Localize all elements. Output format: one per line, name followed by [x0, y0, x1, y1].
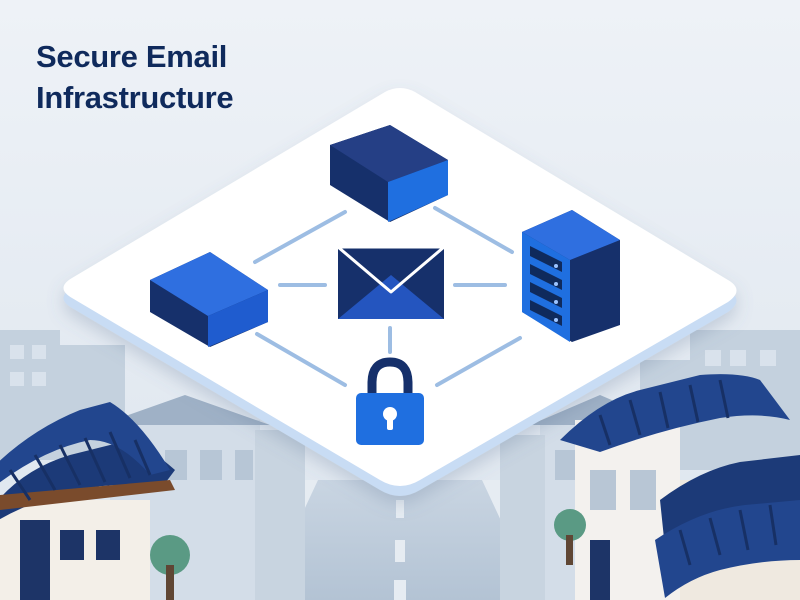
storage-box-icon — [150, 252, 268, 347]
title-line-1: Secure Email — [36, 39, 228, 74]
connector-lines — [253, 206, 522, 387]
storage-box-icon — [330, 125, 448, 222]
background-windows — [10, 345, 776, 386]
envelope-icon — [336, 245, 446, 319]
hanok-right — [554, 374, 800, 600]
title-line-2: Infrastructure — [36, 80, 234, 115]
server-rack-icon — [522, 210, 620, 342]
hanok-left — [0, 402, 190, 600]
page-title: Secure Email Infrastructure — [36, 36, 234, 118]
padlock-icon — [356, 357, 424, 445]
